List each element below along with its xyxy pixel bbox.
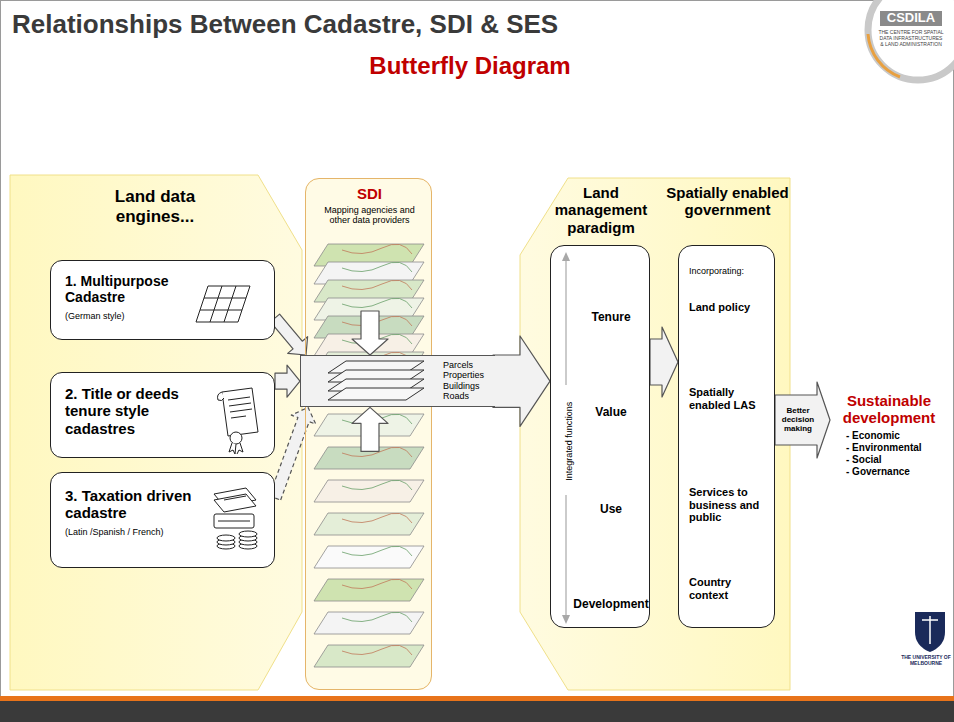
list-item: Services to business and public xyxy=(689,486,773,524)
function-item: Use xyxy=(573,503,649,517)
block-arrow xyxy=(352,311,388,355)
paradigm-box: Land management paradigmIntegrated funct… xyxy=(550,245,650,628)
outcome-item: - Environmental xyxy=(846,442,948,454)
data-list: Parcels Properties Buildings Roads xyxy=(443,360,495,401)
map-sheet xyxy=(314,645,424,667)
block-arrow xyxy=(269,407,315,500)
map-feature xyxy=(342,262,412,272)
map-sheet xyxy=(314,612,424,634)
outcome-heading: Sustainable development xyxy=(830,392,948,427)
cadastre-box: 2. Title or deeds tenure style cadastres xyxy=(50,372,275,458)
engine-wing: Land data engines... 1. Multipurpose Cada… xyxy=(10,175,302,690)
outcome-item: - Governance xyxy=(846,466,948,478)
outcome-item: - Social xyxy=(846,454,948,466)
university-crest xyxy=(915,612,945,652)
map-feature xyxy=(342,280,412,290)
footer-stripe xyxy=(0,696,954,701)
function-item: Development xyxy=(571,598,651,612)
block-arrow xyxy=(275,365,300,397)
left-wing xyxy=(10,175,302,690)
column-heading: Spatially enabled government xyxy=(664,184,791,219)
integration-arrow xyxy=(562,252,570,624)
block-arrow xyxy=(270,314,307,355)
government-box: Spatially enabled governmentIncorporatin… xyxy=(678,245,775,628)
box-title: 2. Title or deeds tenure style cadastres xyxy=(65,385,215,437)
block-arrow xyxy=(650,327,678,397)
box-note: (Latin /Spanish / French) xyxy=(65,527,205,537)
map-feature xyxy=(342,546,412,556)
block-arrow xyxy=(775,382,830,458)
box-note: (German style) xyxy=(65,311,190,321)
map-feature xyxy=(342,480,412,490)
diagram-subtitle: Butterfly Diagram xyxy=(340,52,600,80)
logo-wordmark: CSDILA xyxy=(880,11,942,26)
map-feature xyxy=(342,612,412,622)
column-note: Mapping agencies and other data provider… xyxy=(316,205,423,226)
function-item: Value xyxy=(573,406,649,420)
map-sheet xyxy=(314,546,424,568)
outcome-block: Sustainable development - Economic- Envir… xyxy=(830,392,948,492)
column-heading: Land management paradigm xyxy=(536,184,666,236)
block-arrow xyxy=(352,407,388,451)
function-item: Tenure xyxy=(573,311,649,325)
layer-stack-icon xyxy=(328,361,424,400)
map-sheet xyxy=(314,579,424,601)
taxation-icon xyxy=(214,488,257,549)
parcel-icon xyxy=(196,286,250,322)
list-item: Spatially enabled LAS xyxy=(689,386,773,411)
box-title: 1. Multipurpose Cadastre xyxy=(65,273,190,305)
data-arrow-body: Parcels Properties Buildings Roads xyxy=(300,355,495,407)
sdi-column: SDI Mapping agencies and other data provi… xyxy=(305,178,432,690)
map-feature xyxy=(342,298,412,308)
map-sheet xyxy=(314,480,424,502)
sdi-column-fill xyxy=(305,178,432,690)
cadastre-box: 3. Taxation driven cadastre (Latin /Spani… xyxy=(50,472,275,568)
footer-bar xyxy=(0,701,954,722)
cadastre-box: 1. Multipurpose Cadastre (German style) xyxy=(50,260,275,340)
edge-label: Better decision making xyxy=(777,406,819,434)
block-arrow xyxy=(493,336,550,426)
deed-icon xyxy=(218,388,259,454)
axis-label: Integrated functions xyxy=(564,400,574,483)
list-intro: Incorporating: xyxy=(689,266,773,276)
map-layers xyxy=(314,244,424,667)
map-feature xyxy=(342,244,412,254)
list-item: Land policy xyxy=(689,301,773,314)
logo-ring xyxy=(868,0,954,80)
map-feature xyxy=(342,513,412,523)
university-name: THE UNIVERSITY OF MELBOURNE xyxy=(896,655,954,667)
right-wing xyxy=(520,178,790,690)
outcome-item: - Economic xyxy=(846,430,948,442)
slide-title: Relationships Between Cadastre, SDI & SE… xyxy=(12,10,558,40)
column-heading: SDI xyxy=(306,185,433,202)
map-feature xyxy=(342,579,412,589)
crest-cross xyxy=(922,616,938,644)
list-item: Country context xyxy=(689,576,773,601)
box-title: 3. Taxation driven cadastre xyxy=(65,487,205,522)
logo-subtitle: THE CENTRE FOR SPATIAL DATA INFRASTRUCTU… xyxy=(878,30,944,47)
map-feature xyxy=(342,645,412,655)
map-sheet xyxy=(314,513,424,535)
wing-heading: Land data engines... xyxy=(90,187,220,226)
